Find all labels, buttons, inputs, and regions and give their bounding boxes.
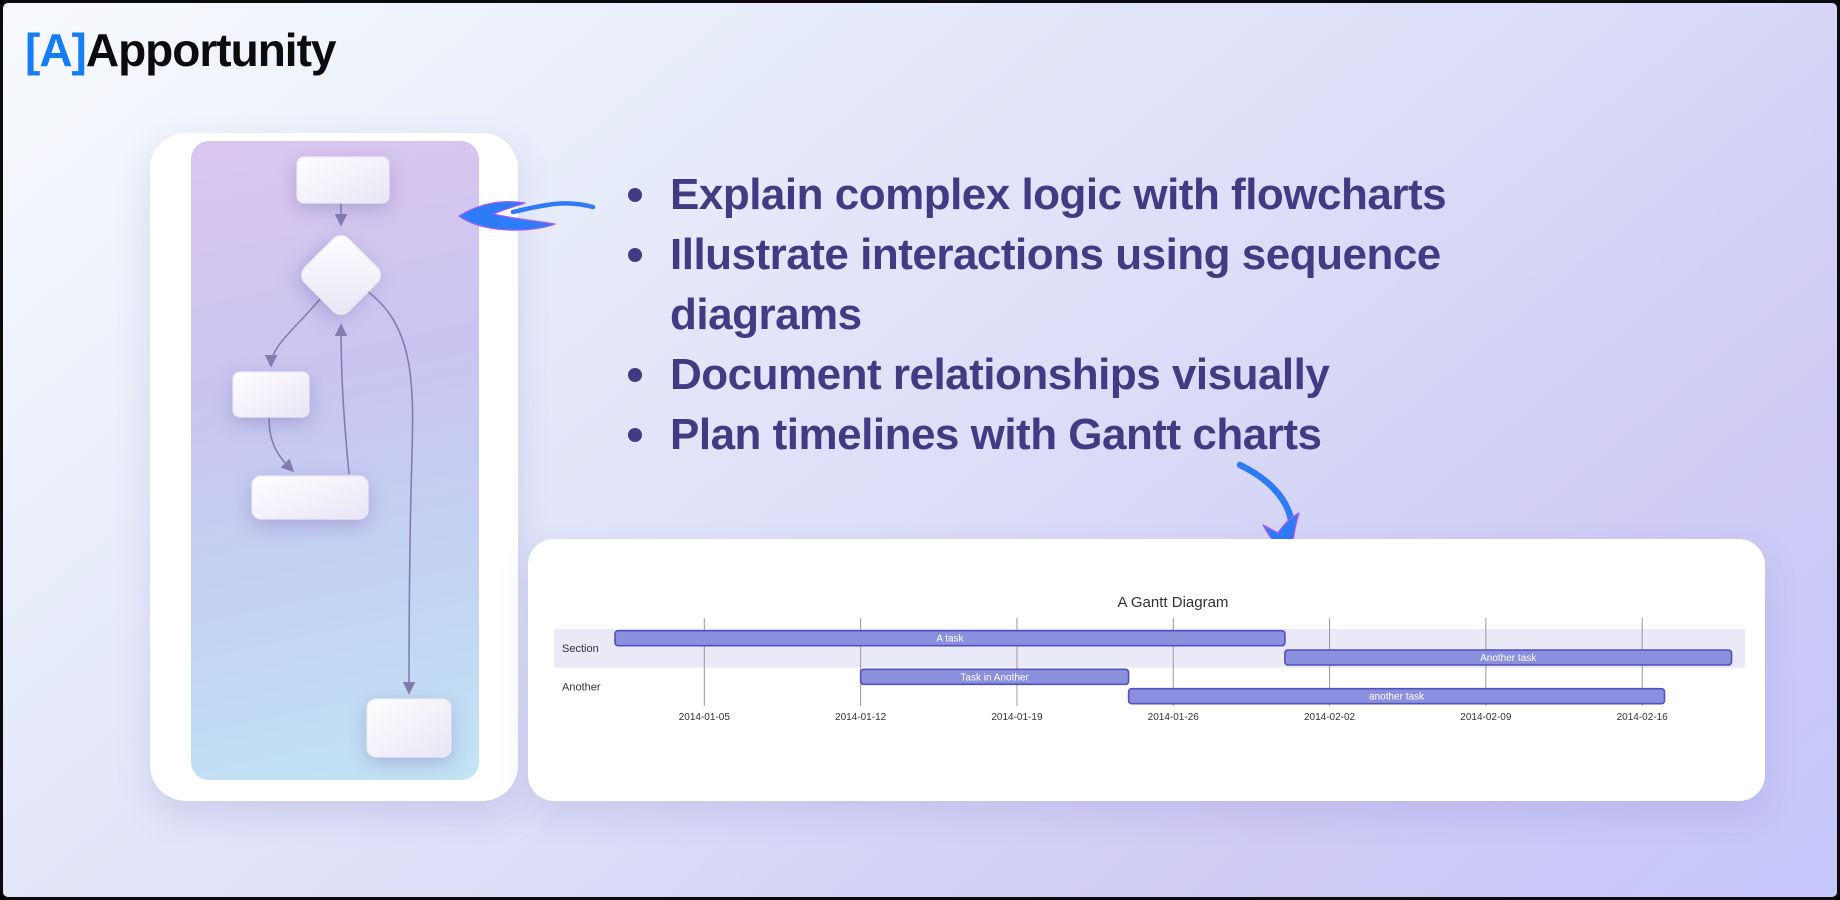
axis-tick-label: 2014-01-26: [1148, 712, 1200, 723]
axis-tick-label: 2014-01-12: [835, 712, 887, 723]
feature-item-gantt: Plan timelines with Gantt charts: [625, 405, 1545, 465]
logo-bracket: [A]: [25, 24, 87, 76]
edge-wide-to-diamond: [334, 323, 350, 475]
feature-item-relationships: Document relationships visually: [625, 345, 1545, 405]
task-bar: [1284, 649, 1733, 666]
gantt-title: A Gantt Diagram: [1118, 594, 1229, 611]
flow-node-left: [232, 371, 310, 418]
task-bar-label: A task: [936, 634, 964, 645]
task-bar-label: Another task: [1480, 653, 1537, 664]
task-bar: [1127, 687, 1666, 705]
axis-tick-label: 2014-02-09: [1460, 712, 1512, 723]
app-logo: [A]Apportunity: [25, 24, 337, 76]
axis-tick-label: 2014-02-16: [1617, 712, 1669, 723]
flow-node-start: [296, 156, 390, 204]
section-label: Section: [562, 643, 599, 655]
hand-drawn-arrow-left-icon: [458, 200, 596, 231]
edge-left-to-wide: [268, 417, 295, 473]
axis-tick-label: 2014-01-19: [991, 712, 1043, 723]
edge-diamond-to-left: [264, 297, 322, 368]
feature-list: Explain complex logic with flowcharts Il…: [625, 165, 1545, 465]
axis-tick-label: 2014-01-05: [679, 712, 731, 723]
edge-diamond-to-bottom: [366, 290, 416, 695]
flowchart-panel: [191, 141, 479, 780]
feature-item-flowcharts: Explain complex logic with flowcharts: [625, 165, 1545, 225]
task-bar-label: another task: [1369, 692, 1425, 703]
flowchart-nodes: [232, 156, 452, 758]
task-bar-label: Task in Another: [960, 672, 1029, 683]
gantt-chart-card: 2014-01-05 2014-01-12 2014-01-19 2014-01-26…: [528, 539, 1765, 801]
section-label: Another: [562, 681, 601, 693]
flowchart-card: [150, 133, 518, 801]
task-bar: [614, 629, 1286, 647]
axis-tick-label: 2014-02-02: [1304, 712, 1356, 723]
task-bar: [859, 668, 1130, 686]
flowchart-illustration: [232, 156, 452, 758]
flow-node-decision-diamond: [301, 235, 381, 315]
flowchart-edges: [264, 203, 416, 695]
flow-node-end: [366, 698, 452, 758]
feature-item-sequence: Illustrate interactions using sequence d…: [625, 225, 1545, 345]
gantt-chart: 2014-01-05 2014-01-12 2014-01-19 2014-01-26…: [554, 594, 1745, 723]
flow-node-wide: [251, 475, 369, 520]
logo-name: Apportunity: [85, 24, 337, 76]
